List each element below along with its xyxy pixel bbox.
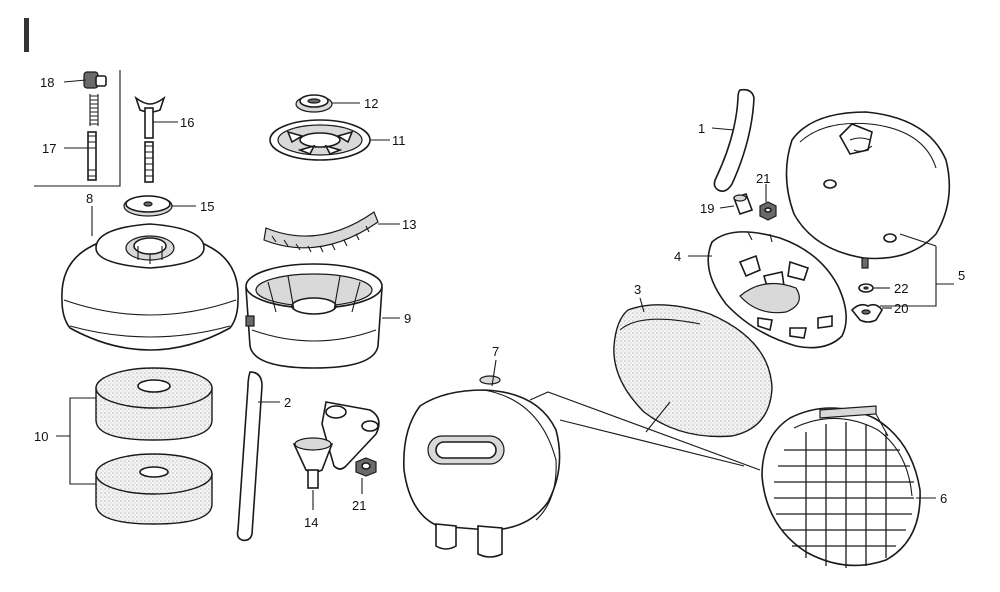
leader-3 — [639, 297, 645, 313]
part-15-seal-washer — [123, 195, 173, 217]
part-1-breather-hose — [713, 88, 755, 192]
part-17-stud — [87, 131, 97, 181]
callout-5: 5 — [958, 268, 965, 283]
group-bracket-17-18 — [34, 70, 121, 187]
alignment-line — [529, 391, 761, 471]
leader-6 — [875, 413, 936, 499]
callout-6: 6 — [940, 491, 947, 506]
part-6-grille-cover — [761, 405, 921, 568]
callout-12: 12 — [364, 96, 378, 111]
part-4-support-plate — [707, 231, 847, 349]
callout-1: 1 — [698, 121, 705, 136]
part-8-cover — [61, 223, 239, 351]
part-10-filter-element-top — [95, 367, 213, 441]
callout-21-left: 21 — [352, 498, 366, 513]
callout-22: 22 — [894, 281, 908, 296]
part-9-housing — [245, 263, 383, 369]
callout-21-right: 21 — [756, 171, 770, 186]
callout-16: 16 — [180, 115, 194, 130]
part-21-nut-left — [355, 457, 377, 477]
part-7-intake-case — [403, 375, 561, 558]
part-14-drain-funnel — [292, 401, 380, 489]
leader-1 — [711, 127, 735, 131]
part-19-collar — [732, 192, 754, 216]
part-10-filter-element-bottom — [95, 453, 213, 525]
callout-17: 17 — [42, 141, 56, 156]
callout-15: 15 — [200, 199, 214, 214]
leader-19 — [719, 205, 735, 209]
part-16-wing-bolt — [134, 95, 166, 183]
callout-8: 8 — [86, 191, 93, 206]
callout-19: 19 — [700, 201, 714, 216]
callout-11: 11 — [392, 133, 406, 148]
part-18-bolt — [83, 71, 107, 126]
part-2-tube — [236, 371, 263, 542]
part-5-case-cover — [785, 111, 951, 269]
callout-10: 10 — [34, 429, 48, 444]
callout-4: 4 — [674, 249, 681, 264]
callout-3: 3 — [634, 282, 641, 297]
part-13-gasket-band — [263, 211, 379, 253]
part-3-foam-element — [613, 304, 773, 438]
leader-10 — [56, 397, 96, 485]
part-12-grommet — [295, 94, 333, 113]
part-20-wing-nut — [850, 303, 883, 323]
callout-7: 7 — [492, 344, 499, 359]
part-21-nut-right — [759, 201, 777, 221]
callout-13: 13 — [402, 217, 416, 232]
callout-14: 14 — [304, 515, 318, 530]
callout-9: 9 — [404, 311, 411, 326]
part-22-washer — [858, 283, 874, 293]
corner-mark — [24, 18, 29, 52]
callout-20: 20 — [894, 301, 908, 316]
leader-18 — [63, 79, 87, 83]
leader-5 — [880, 233, 954, 307]
part-11-spoked-plate — [269, 119, 371, 161]
callout-2: 2 — [284, 395, 291, 410]
callout-18: 18 — [40, 75, 54, 90]
leader-7 — [491, 359, 497, 387]
